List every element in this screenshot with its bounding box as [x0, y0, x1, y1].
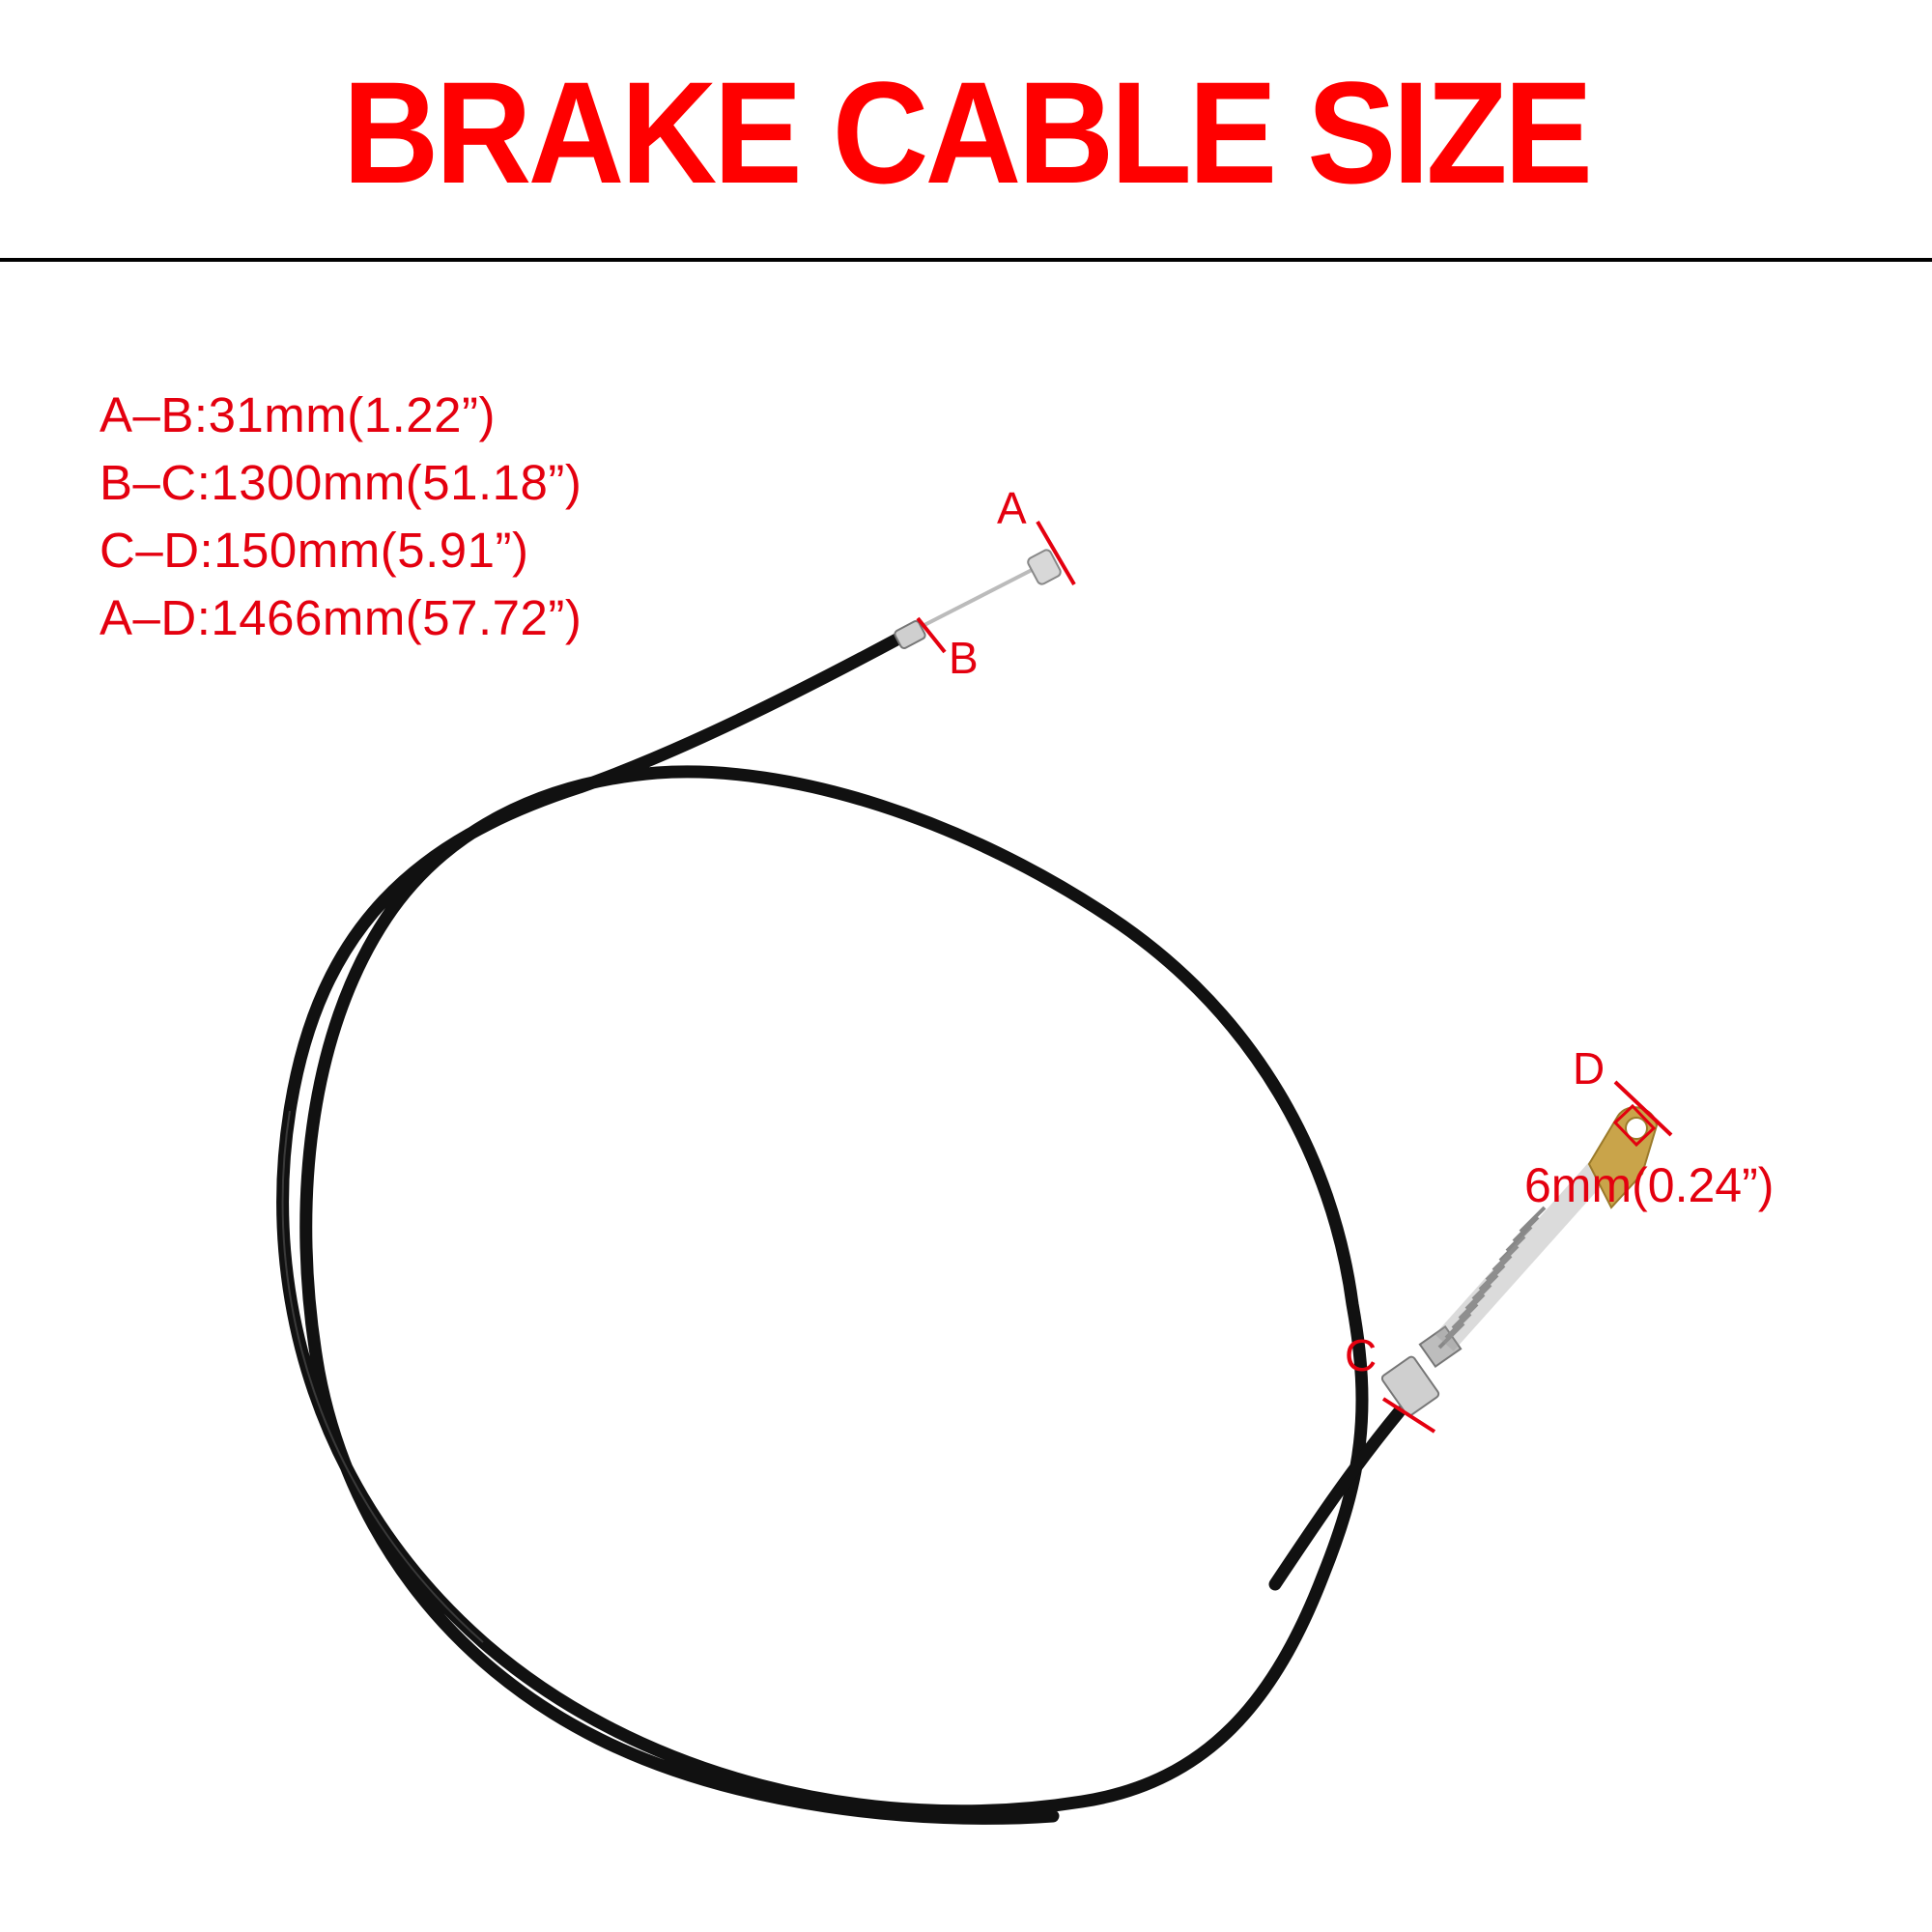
marker-line-a [1036, 520, 1076, 586]
spec-c-d: C–D:150mm(5.91”) [99, 523, 529, 578]
hole-dimension-label: 6mm(0.24”) [1524, 1158, 1775, 1212]
cable-housing [276, 631, 1406, 1825]
spec-a-b: A–B:31mm(1.22”) [99, 387, 496, 442]
cable-end-c-d [1380, 1106, 1659, 1417]
marker-d: D [1573, 1043, 1605, 1094]
marker-line-c [1381, 1397, 1436, 1434]
dimension-markers [916, 520, 1673, 1434]
dimension-specs-list: A–B:31mm(1.22”) B–C:1300mm(51.18”) C–D:1… [99, 382, 582, 652]
marker-c: C [1345, 1330, 1378, 1380]
cable-end-a-b [894, 549, 1062, 649]
marker-line-d [1613, 1080, 1673, 1137]
header-divider [0, 258, 1932, 262]
page-title: BRAKE CABLE SIZE [342, 51, 1593, 213]
marker-line-b [916, 616, 947, 654]
spec-b-c: B–C:1300mm(51.18”) [99, 455, 582, 510]
hole-diameter-marker [1612, 1103, 1657, 1148]
marker-b: B [949, 633, 979, 683]
spec-a-d: A–D:1466mm(57.72”) [99, 590, 582, 645]
marker-a: A [997, 483, 1027, 533]
